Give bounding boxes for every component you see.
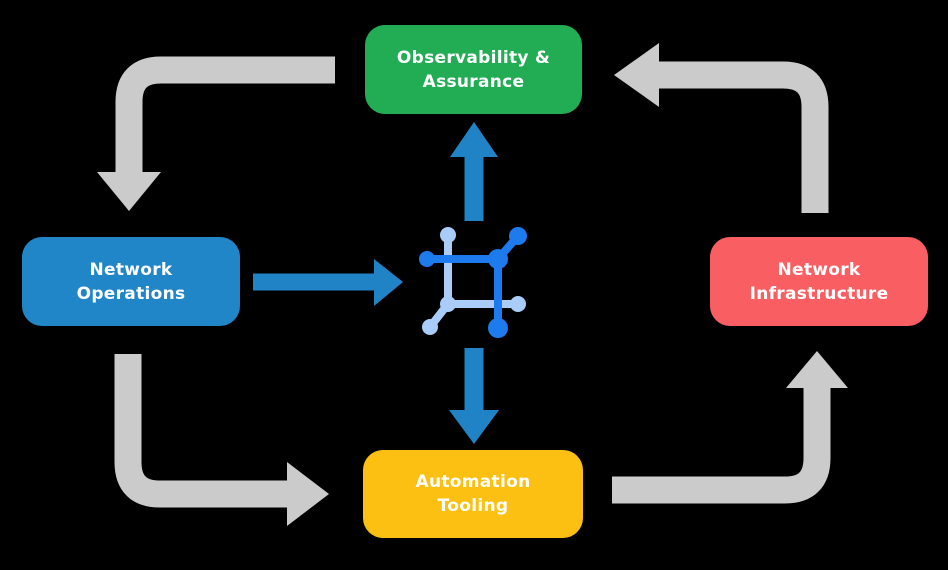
node-label-line: Assurance bbox=[422, 71, 525, 92]
node-label-line: Infrastructure bbox=[749, 283, 889, 304]
network-nodes-icon bbox=[419, 227, 527, 338]
arrow-operations-to-center bbox=[253, 259, 403, 306]
node-observability-assurance: Observability & Assurance bbox=[365, 25, 582, 114]
node-automation-tooling: Automation Tooling bbox=[363, 450, 583, 538]
node-label-line: Network bbox=[777, 259, 861, 280]
node-label-line: Observability & bbox=[396, 47, 551, 68]
node-network-operations: Network Operations bbox=[22, 237, 240, 326]
node-label-line: Network bbox=[89, 259, 173, 280]
arrow-center-to-observability bbox=[450, 122, 498, 221]
arrow-center-to-automation bbox=[449, 348, 499, 444]
arrow-observability-to-operations bbox=[97, 56, 335, 211]
network-icon-dark-part bbox=[419, 227, 527, 338]
node-network-infrastructure: Network Infrastructure bbox=[710, 237, 928, 326]
arrow-infrastructure-to-observability bbox=[614, 43, 829, 213]
node-label-line: Operations bbox=[76, 283, 186, 304]
arrow-operations-to-automation bbox=[114, 354, 329, 526]
node-label-line: Automation bbox=[415, 472, 531, 492]
node-label-line: Tooling bbox=[437, 496, 509, 516]
arrow-automation-to-infrastructure bbox=[612, 351, 848, 504]
